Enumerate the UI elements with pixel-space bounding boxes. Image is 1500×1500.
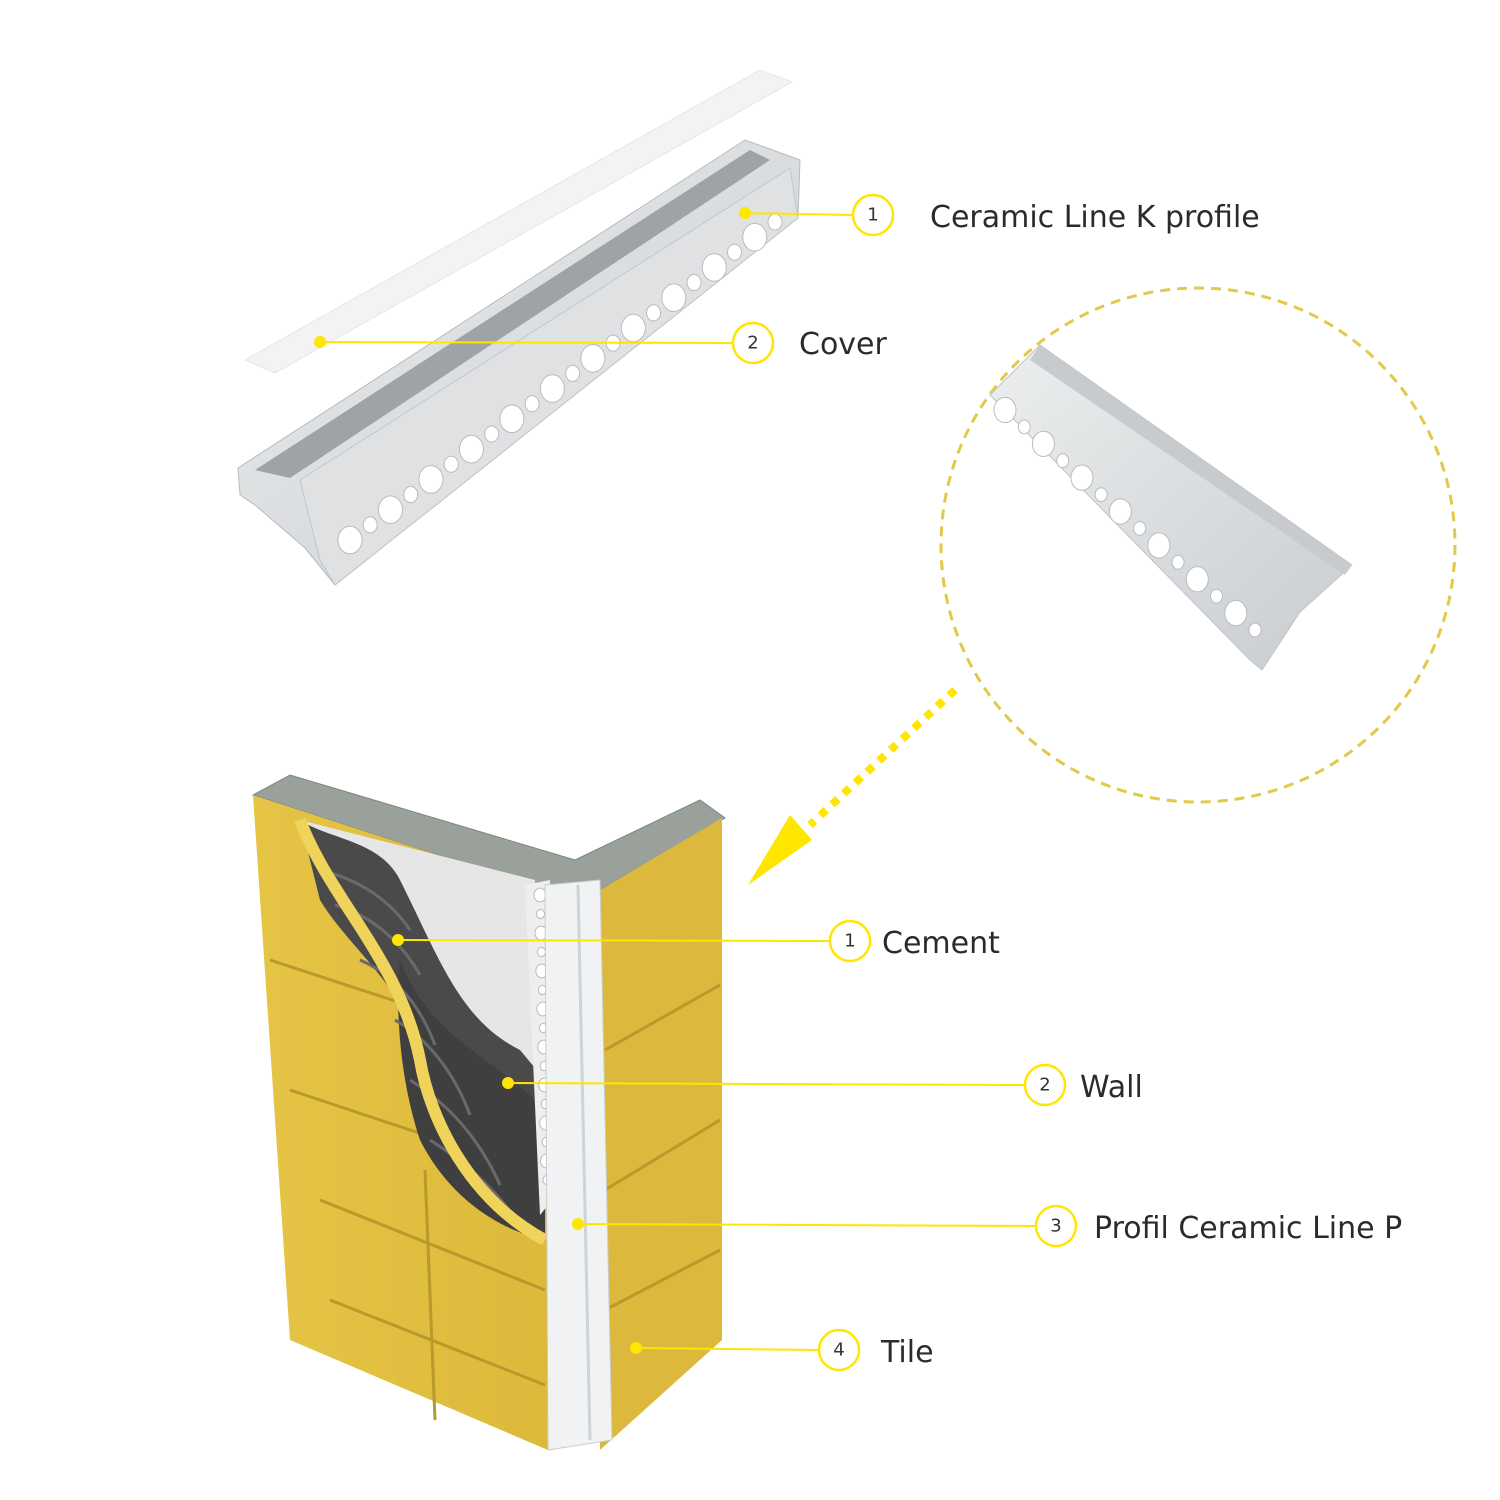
- perforation-hole: [727, 243, 743, 261]
- detail-profile: [989, 344, 1353, 671]
- perforation-hole: [620, 313, 646, 343]
- callout-label: Wall: [1080, 1070, 1143, 1105]
- leader-line: [397, 939, 831, 942]
- leader-line: [635, 1347, 819, 1351]
- perforation-hole: [533, 887, 547, 903]
- perforation-hole: [403, 486, 419, 504]
- callout-tile: 4 Tile: [630, 1328, 934, 1372]
- callout-label: Ceramic Line K profile: [930, 200, 1260, 235]
- perforation-hole: [1094, 487, 1108, 503]
- perforation-hole: [524, 395, 540, 413]
- detail-magnifier: [748, 286, 1457, 885]
- callout-label: Cover: [799, 327, 888, 362]
- perforation-hole: [580, 343, 606, 373]
- perforation-hole: [337, 525, 363, 555]
- perforation-hole: [1147, 532, 1171, 559]
- perforation-hole: [1108, 498, 1132, 525]
- perforation-hole: [701, 253, 727, 282]
- leader-dot: [314, 336, 326, 348]
- perforation-hole: [661, 283, 687, 313]
- callout-number-circle: [851, 193, 895, 237]
- dotted-arrow: [807, 687, 958, 828]
- callout-number: 2: [1039, 1075, 1050, 1096]
- perforation-hole: [1210, 588, 1224, 604]
- callouts: 1 Ceramic Line K profile 2 Cover 1 Cemen…: [314, 193, 1402, 1372]
- callout-cover: 2 Cover: [314, 321, 888, 365]
- perforation-hole: [443, 455, 459, 473]
- callout-number: 2: [747, 333, 758, 354]
- leader-dot: [572, 1218, 584, 1230]
- detail-profile-edge: [1030, 345, 1352, 575]
- profile-p-body: [544, 879, 613, 1451]
- flange-holes: [337, 213, 783, 555]
- perforation-hole: [1171, 554, 1185, 570]
- profile-k-illustration: [237, 69, 801, 586]
- callout-number: 4: [833, 1340, 844, 1361]
- callout-number: 3: [1050, 1216, 1061, 1237]
- callout-label: Profil Ceramic Line P: [1094, 1211, 1402, 1246]
- callout-ceramic-line-k: 1 Ceramic Line K profile: [739, 193, 1260, 237]
- callout-label: Tile: [880, 1335, 934, 1370]
- perforation-hole: [362, 516, 378, 534]
- callout-number-circle: [1023, 1063, 1067, 1107]
- callout-number: 1: [844, 931, 855, 952]
- detail-circle: [939, 286, 1457, 804]
- perforation-hole: [1248, 622, 1262, 638]
- leader-line: [507, 1082, 1025, 1086]
- leader-dot: [630, 1342, 642, 1354]
- perforation-hole: [1133, 521, 1147, 536]
- callout-number-circle: [731, 321, 775, 365]
- wall-cutaway-illustration: [251, 774, 726, 1451]
- perforation-hole: [458, 434, 484, 464]
- callout-wall: 2 Wall: [502, 1063, 1143, 1107]
- perforation-hole: [993, 396, 1017, 424]
- arrow-head-icon: [748, 815, 812, 885]
- tile-cut-edge: [294, 817, 548, 1246]
- callout-number-circle: [1034, 1204, 1078, 1248]
- callout-label: Cement: [882, 926, 1000, 961]
- leader-dot: [392, 934, 404, 946]
- callout-number: 1: [867, 205, 878, 226]
- perforation-hole: [536, 946, 546, 958]
- leader-dot: [739, 207, 751, 219]
- perforation-hole: [742, 222, 768, 252]
- perforation-hole: [484, 425, 500, 443]
- callout-cement: 1 Cement: [392, 919, 1000, 963]
- profile-groove: [255, 150, 770, 478]
- perforation-hole: [1017, 419, 1031, 435]
- leader-line: [744, 212, 853, 216]
- perforation-hole: [1185, 566, 1209, 593]
- leader-dot: [502, 1077, 514, 1089]
- callout-profil-ceramic-line-p: 3 Profil Ceramic Line P: [572, 1204, 1402, 1248]
- callout-number-circle: [817, 1328, 861, 1372]
- perforation-hole: [499, 404, 525, 434]
- perforation-hole: [535, 908, 545, 920]
- perforation-hole: [539, 374, 565, 403]
- leader-line: [319, 341, 733, 344]
- perforation-hole: [646, 304, 662, 322]
- perforation-hole: [565, 364, 581, 382]
- perforation-hole: [377, 495, 403, 525]
- profile-p-ridge: [576, 884, 592, 1441]
- cover-strip: [243, 69, 794, 374]
- leader-line: [577, 1223, 1036, 1227]
- perforation-hole: [1031, 430, 1055, 457]
- perforation-hole: [686, 274, 702, 292]
- tile-face-right: [600, 818, 722, 1450]
- callout-number-circle: [828, 919, 872, 963]
- perforation-hole: [767, 213, 783, 231]
- perforation-hole: [1070, 464, 1094, 491]
- cement-layer-lower: [398, 960, 545, 1240]
- perforation-hole: [1224, 599, 1248, 627]
- perforation-hole: [418, 465, 444, 494]
- perforation-hole: [1056, 453, 1070, 469]
- detail-holes: [993, 396, 1262, 638]
